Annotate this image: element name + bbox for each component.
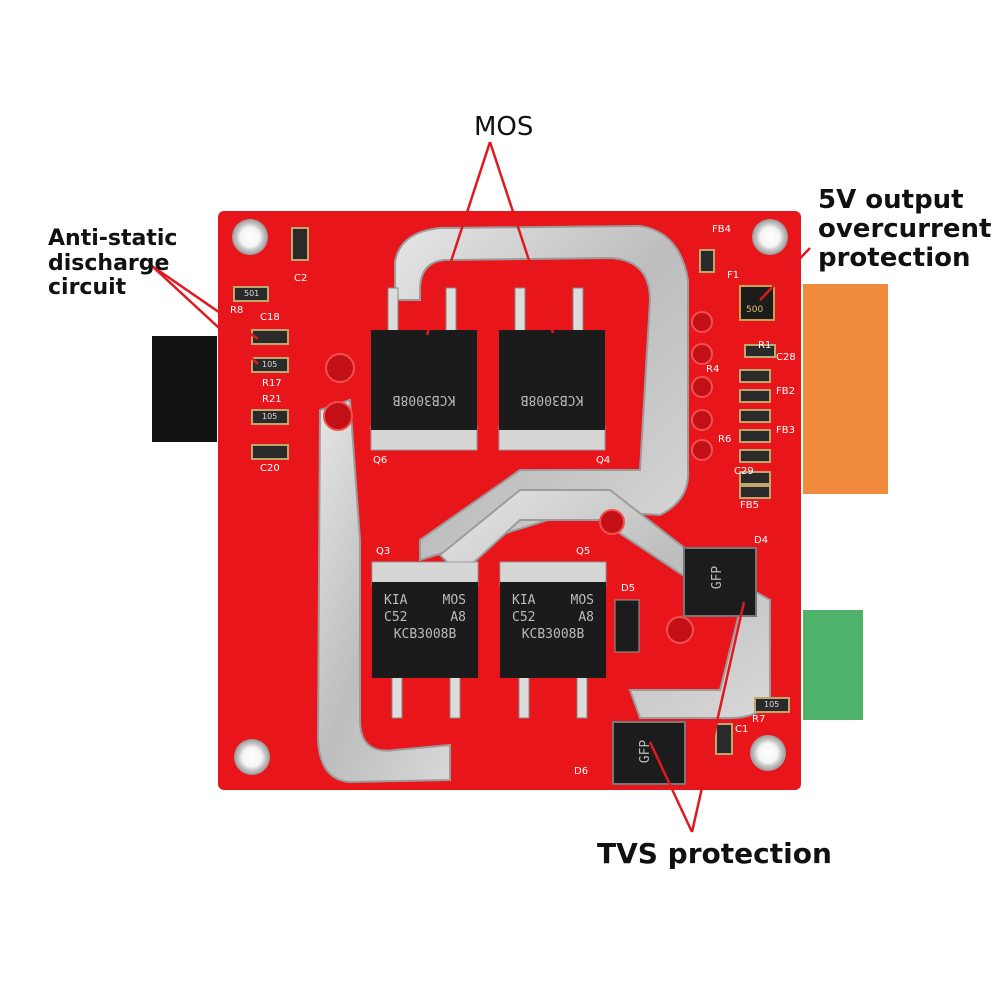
mounting-holes [232, 219, 788, 775]
ref-q4: Q4 [596, 455, 611, 466]
resistor-marking-105: 105 [764, 700, 780, 709]
ref-r6: R6 [718, 434, 732, 445]
ref-f1: F1 [727, 270, 740, 281]
mosfet-q4: KCB3008B [498, 330, 606, 451]
ref-c18: C18 [260, 312, 280, 323]
output-protection-label: 5V output overcurrent protection [818, 185, 992, 274]
left-black-connector [152, 336, 217, 442]
svg-text:KCB3008B: KCB3008B [521, 392, 584, 407]
diode-d5 [614, 599, 640, 653]
ref-c2: C2 [294, 273, 308, 284]
chip-brand: KIA [384, 593, 408, 608]
solder-traces [316, 224, 771, 784]
anti-static-label: Anti-static discharge circuit [48, 226, 178, 301]
mosfet-leads [387, 287, 588, 719]
ref-c20: C20 [260, 463, 280, 474]
ref-r1: R1 [758, 340, 772, 351]
ref-fb2: FB2 [776, 386, 795, 397]
annotation-lines [151, 141, 811, 833]
ref-fb4: FB4 [712, 224, 731, 235]
tvs-marking-d4: GFP [710, 565, 726, 590]
anti-static-line-2: discharge [48, 250, 170, 276]
fuse-marking: 500 [746, 305, 764, 315]
mosfet-q3 [371, 561, 479, 678]
chip-code: C52 [512, 610, 536, 625]
orange-connector [803, 284, 888, 494]
ref-q6: Q6 [373, 455, 388, 466]
anti-static-line-3: circuit [48, 275, 127, 301]
mosfet-q3-marking: KIA MOS C52 A8 KCB3008B [374, 592, 476, 643]
resistor-marking-105: 105 [262, 360, 278, 369]
output-protection-line-1: 5V output [818, 185, 964, 215]
tvs-marking-d6: GFP [638, 739, 654, 764]
chip-lot: A8 [578, 610, 594, 625]
chip-brand: KIA [512, 593, 536, 608]
chip-part-number: KCB3008B [521, 627, 585, 642]
ref-c29: C29 [734, 466, 754, 477]
mos-label: MOS [474, 112, 534, 142]
svg-text:KCB3008B: KCB3008B [393, 392, 456, 407]
chip-type: MOS [570, 593, 594, 608]
ref-q5: Q5 [576, 546, 591, 557]
ref-r17: R17 [262, 378, 282, 389]
chip-lot: A8 [450, 610, 466, 625]
chip-part-number: KCB3008B [393, 627, 457, 642]
chip-type: MOS [442, 593, 466, 608]
output-protection-line-2: overcurrent [818, 214, 992, 245]
ref-d4: D4 [754, 535, 769, 546]
ref-q3: Q3 [376, 546, 391, 557]
ref-fb5: FB5 [740, 500, 759, 511]
tvs-protection-label: TVS protection [597, 837, 832, 870]
ref-r4: R4 [706, 364, 720, 375]
green-connector [803, 610, 863, 720]
mosfet-q5 [499, 561, 607, 678]
ref-d6: D6 [574, 766, 589, 777]
resistor-marking-105: 105 [262, 412, 278, 421]
ref-r21: R21 [262, 394, 282, 405]
output-protection-line-3: protection [818, 243, 971, 274]
chip-code: C52 [384, 610, 408, 625]
ref-c1: C1 [735, 724, 749, 735]
mosfet-q6: KCB3008B [370, 330, 478, 451]
anti-static-line-1: Anti-static [48, 226, 178, 251]
ref-c28: C28 [776, 352, 796, 363]
resistor-marking-501: 501 [244, 289, 260, 298]
smd-components [233, 227, 790, 755]
vias [323, 311, 713, 644]
tvs-diode-d6 [612, 721, 686, 785]
ref-r7: R7 [752, 714, 766, 725]
ref-d5: D5 [621, 583, 636, 594]
ref-fb3: FB3 [776, 425, 795, 436]
mosfet-q5-marking: KIA MOS C52 A8 KCB3008B [502, 592, 604, 643]
ref-r8: R8 [230, 305, 244, 316]
